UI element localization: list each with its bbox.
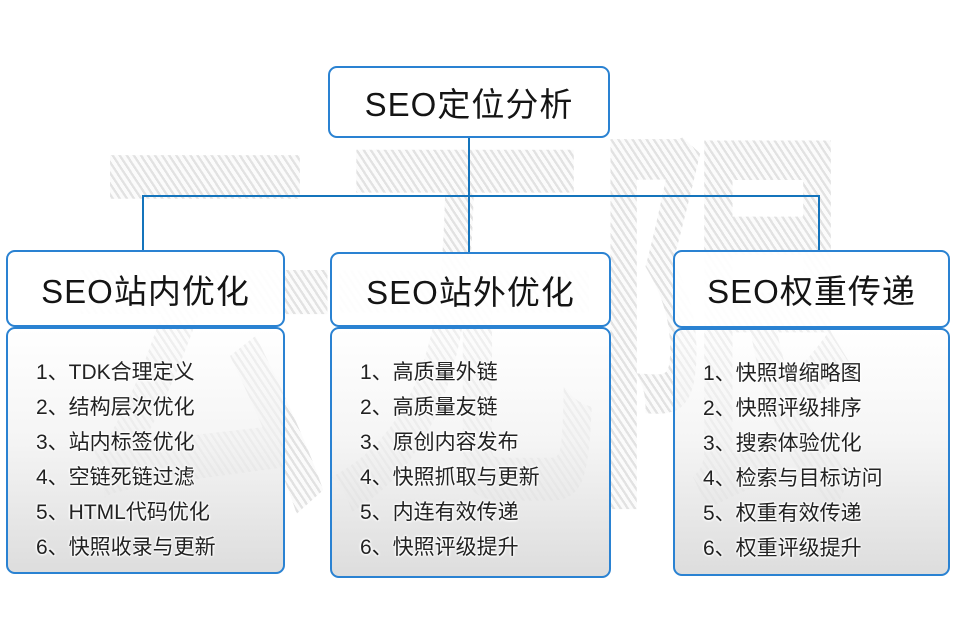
root-node-label: SEO定位分析 (364, 86, 574, 123)
list-item: 6、权重评级提升 (703, 537, 862, 560)
list-item: 1、快照增缩略图 (703, 362, 862, 385)
list-item: 2、高质量友链 (360, 396, 498, 419)
offsite-seo-title-box: SEO站外优化 (330, 252, 611, 327)
connector-left-drop (142, 195, 144, 252)
onsite-seo-list: 1、TDK合理定义 2、结构层次优化 3、站内标签优化 4、空链死链过滤 5、HTML代… (8, 329, 283, 565)
list-item: 4、检索与目标访问 (703, 467, 883, 490)
weight-transfer-list: 1、快照增缩略图 2、快照评级排序 3、搜索体验优化 4、检索与目标访问 5、权重有效传… (675, 330, 948, 566)
list-item: 2、快照评级排序 (703, 397, 862, 420)
offsite-seo-panel: 1、高质量外链 2、高质量友链 3、原创内容发布 4、快照抓取与更新 5、内连有效传递 6… (330, 327, 611, 578)
list-item: 6、快照收录与更新 (36, 536, 216, 559)
list-item: 4、快照抓取与更新 (360, 466, 540, 489)
list-item: 5、HTML代码优化 (36, 501, 210, 524)
connector-right-drop (818, 195, 820, 252)
weight-transfer-title-box: SEO权重传递 (673, 250, 950, 328)
offsite-seo-list: 1、高质量外链 2、高质量友链 3、原创内容发布 4、快照抓取与更新 5、内连有效传递 6… (332, 329, 609, 565)
list-item: 5、权重有效传递 (703, 502, 862, 525)
weight-transfer-panel: 1、快照增缩略图 2、快照评级排序 3、搜索体验优化 4、检索与目标访问 5、权重有效传… (673, 328, 950, 576)
list-item: 2、结构层次优化 (36, 396, 195, 419)
onsite-seo-title-box: SEO站内优化 (6, 250, 285, 327)
list-item: 1、TDK合理定义 (36, 361, 195, 384)
list-item: 3、搜索体验优化 (703, 432, 862, 455)
list-item: 1、高质量外链 (360, 361, 498, 384)
offsite-seo-title: SEO站外优化 (366, 273, 575, 311)
list-item: 5、内连有效传递 (360, 501, 519, 524)
connector-root-drop (468, 138, 470, 197)
list-item: 3、站内标签优化 (36, 431, 195, 454)
connector-horizontal (142, 195, 820, 197)
onsite-seo-title: SEO站内优化 (41, 272, 250, 310)
connector-mid-drop (468, 195, 470, 252)
list-item: 4、空链死链过滤 (36, 466, 195, 489)
weight-transfer-title: SEO权重传递 (707, 273, 916, 310)
list-item: 6、快照评级提升 (360, 536, 519, 559)
root-node: SEO定位分析 (328, 66, 610, 138)
list-item: 3、原创内容发布 (360, 431, 519, 454)
onsite-seo-panel: 1、TDK合理定义 2、结构层次优化 3、站内标签优化 4、空链死链过滤 5、HTML代… (6, 327, 285, 574)
